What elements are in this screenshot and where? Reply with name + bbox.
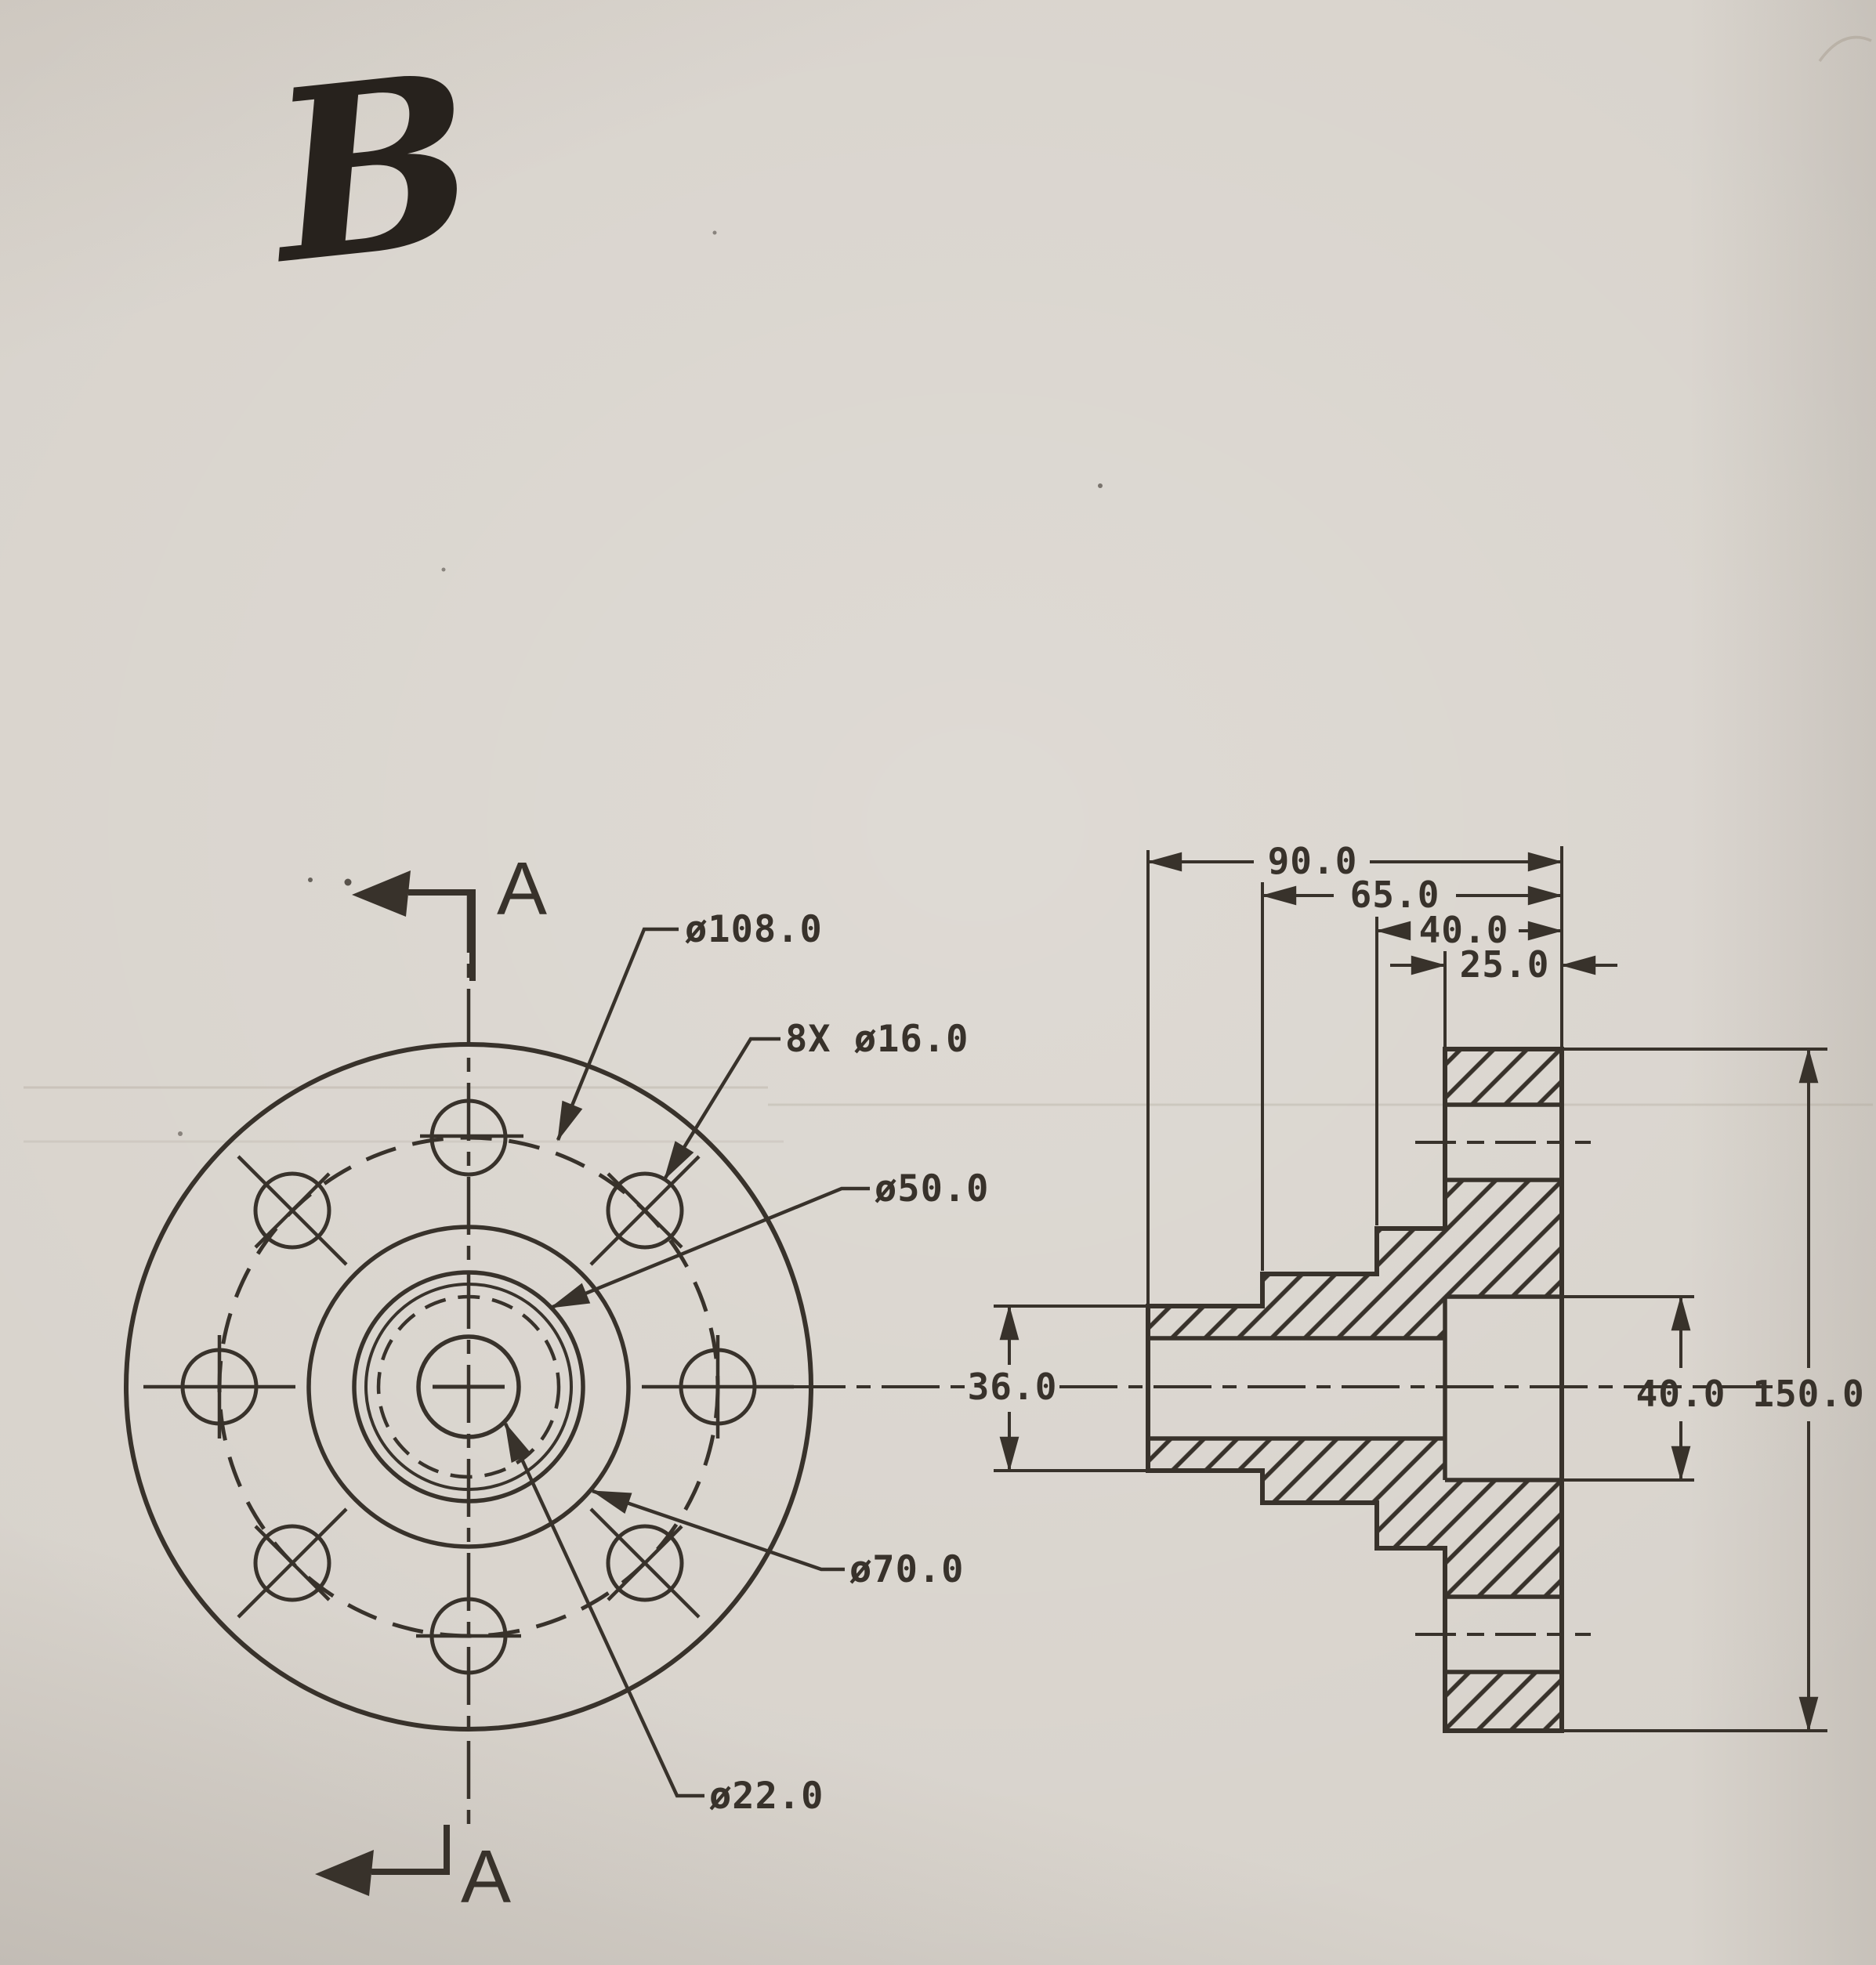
extension-lines [994, 846, 1827, 1732]
bolt-hole-top-right [589, 1155, 701, 1266]
label-bolt-holes: 8X ø16.0 [785, 1018, 969, 1061]
section-arrow-icon [315, 1850, 374, 1896]
dim-overall-length: 90.0 [1146, 840, 1563, 882]
bore-22-edges [1148, 1336, 1445, 1441]
boss-circle-70 [306, 1225, 631, 1549]
dim-length-40: 40.0 [1375, 909, 1563, 951]
pen-squiggle [1818, 35, 1872, 63]
hatch-region [1262, 1438, 1377, 1503]
section-cut-marker-bottom: A [315, 1825, 511, 1919]
dim-text-40-bore: 40.0 [1636, 1373, 1726, 1415]
ink-speck [178, 1131, 183, 1136]
section-view: 90.0 65.0 40.0 25.0 36.0 [694, 840, 1864, 1733]
ink-speck [344, 878, 352, 886]
ink-speck [441, 567, 446, 572]
bolt-hole-bottom [416, 1597, 521, 1675]
leader-bolt-holes: 8X ø16.0 [663, 1018, 969, 1181]
section-label-a-top: A [497, 847, 547, 931]
dim-counterbore-dia: 40.0 [1636, 1295, 1726, 1482]
counterbore-circle-hidden [376, 1294, 561, 1479]
spigot-circle-50 [352, 1270, 585, 1504]
cut-elbow [408, 889, 476, 981]
section-arrow-icon [352, 870, 411, 917]
chamfer-circle [364, 1283, 573, 1491]
leader-boss-dia: ø70.0 [591, 1489, 964, 1591]
hatch-region [1262, 1274, 1377, 1338]
center-bore-circle-22 [416, 1334, 521, 1439]
hatch-region [1377, 1229, 1445, 1338]
bolt-hole-left [143, 1335, 295, 1438]
label-spigot-dia: ø50.0 [875, 1167, 989, 1210]
dim-flange-dia: 150.0 [1752, 1048, 1864, 1732]
hatch-region [1148, 1438, 1262, 1471]
hatch-regions [1148, 1049, 1562, 1731]
section-cut-marker-top: A [352, 847, 547, 981]
leader-bore-dia: ø22.0 [503, 1422, 824, 1818]
section-label-a-bottom: A [461, 1835, 511, 1919]
leader-bolt-circle-dia: ø108.0 [556, 908, 823, 1142]
hatch-region [1148, 1306, 1262, 1338]
dim-text-25: 25.0 [1460, 943, 1550, 986]
ink-speck [712, 230, 717, 235]
bolt-hole-top [420, 1098, 523, 1177]
ink-speck [1098, 483, 1103, 488]
hatch-region [1445, 1480, 1562, 1597]
label-boss-dia: ø70.0 [849, 1548, 964, 1591]
hatch-region [1445, 1180, 1562, 1297]
dim-hub-dia: 36.0 [968, 1305, 1058, 1472]
section-outline [1146, 1047, 1564, 1733]
bolt-hole-bottom-right [589, 1507, 701, 1619]
label-bore-dia: ø22.0 [709, 1775, 824, 1818]
hatch-region [1377, 1438, 1445, 1548]
dim-flange-thickness: 25.0 [1390, 943, 1617, 986]
label-bolt-circle-dia: ø108.0 [685, 908, 823, 951]
scan-artifacts [24, 35, 1873, 1143]
front-view: A A ø108.0 8X ø16.0 ø50.0 ø70.0 ø22.0 [124, 847, 989, 1919]
handwritten-marker-letter: B [254, 20, 487, 317]
dim-text-40-length: 40.0 [1419, 909, 1509, 951]
dim-text-36: 36.0 [968, 1366, 1058, 1408]
cut-elbow [371, 1825, 450, 1875]
ink-speck [308, 878, 313, 882]
bolt-hole-bottom-left [237, 1507, 348, 1619]
bolt-hole-centerlines [1415, 1141, 1591, 1636]
dim-text-65: 65.0 [1350, 874, 1440, 916]
bolt-hole-top-left [237, 1155, 348, 1266]
hatch-region [1445, 1049, 1562, 1105]
bolt-hole-section-edges [1445, 1102, 1562, 1674]
leader-spigot-dia: ø50.0 [549, 1167, 989, 1310]
hatch-region [1445, 1672, 1562, 1731]
dim-text-150: 150.0 [1752, 1373, 1864, 1415]
dim-text-90: 90.0 [1268, 840, 1358, 882]
dim-length-65: 65.0 [1261, 874, 1563, 916]
